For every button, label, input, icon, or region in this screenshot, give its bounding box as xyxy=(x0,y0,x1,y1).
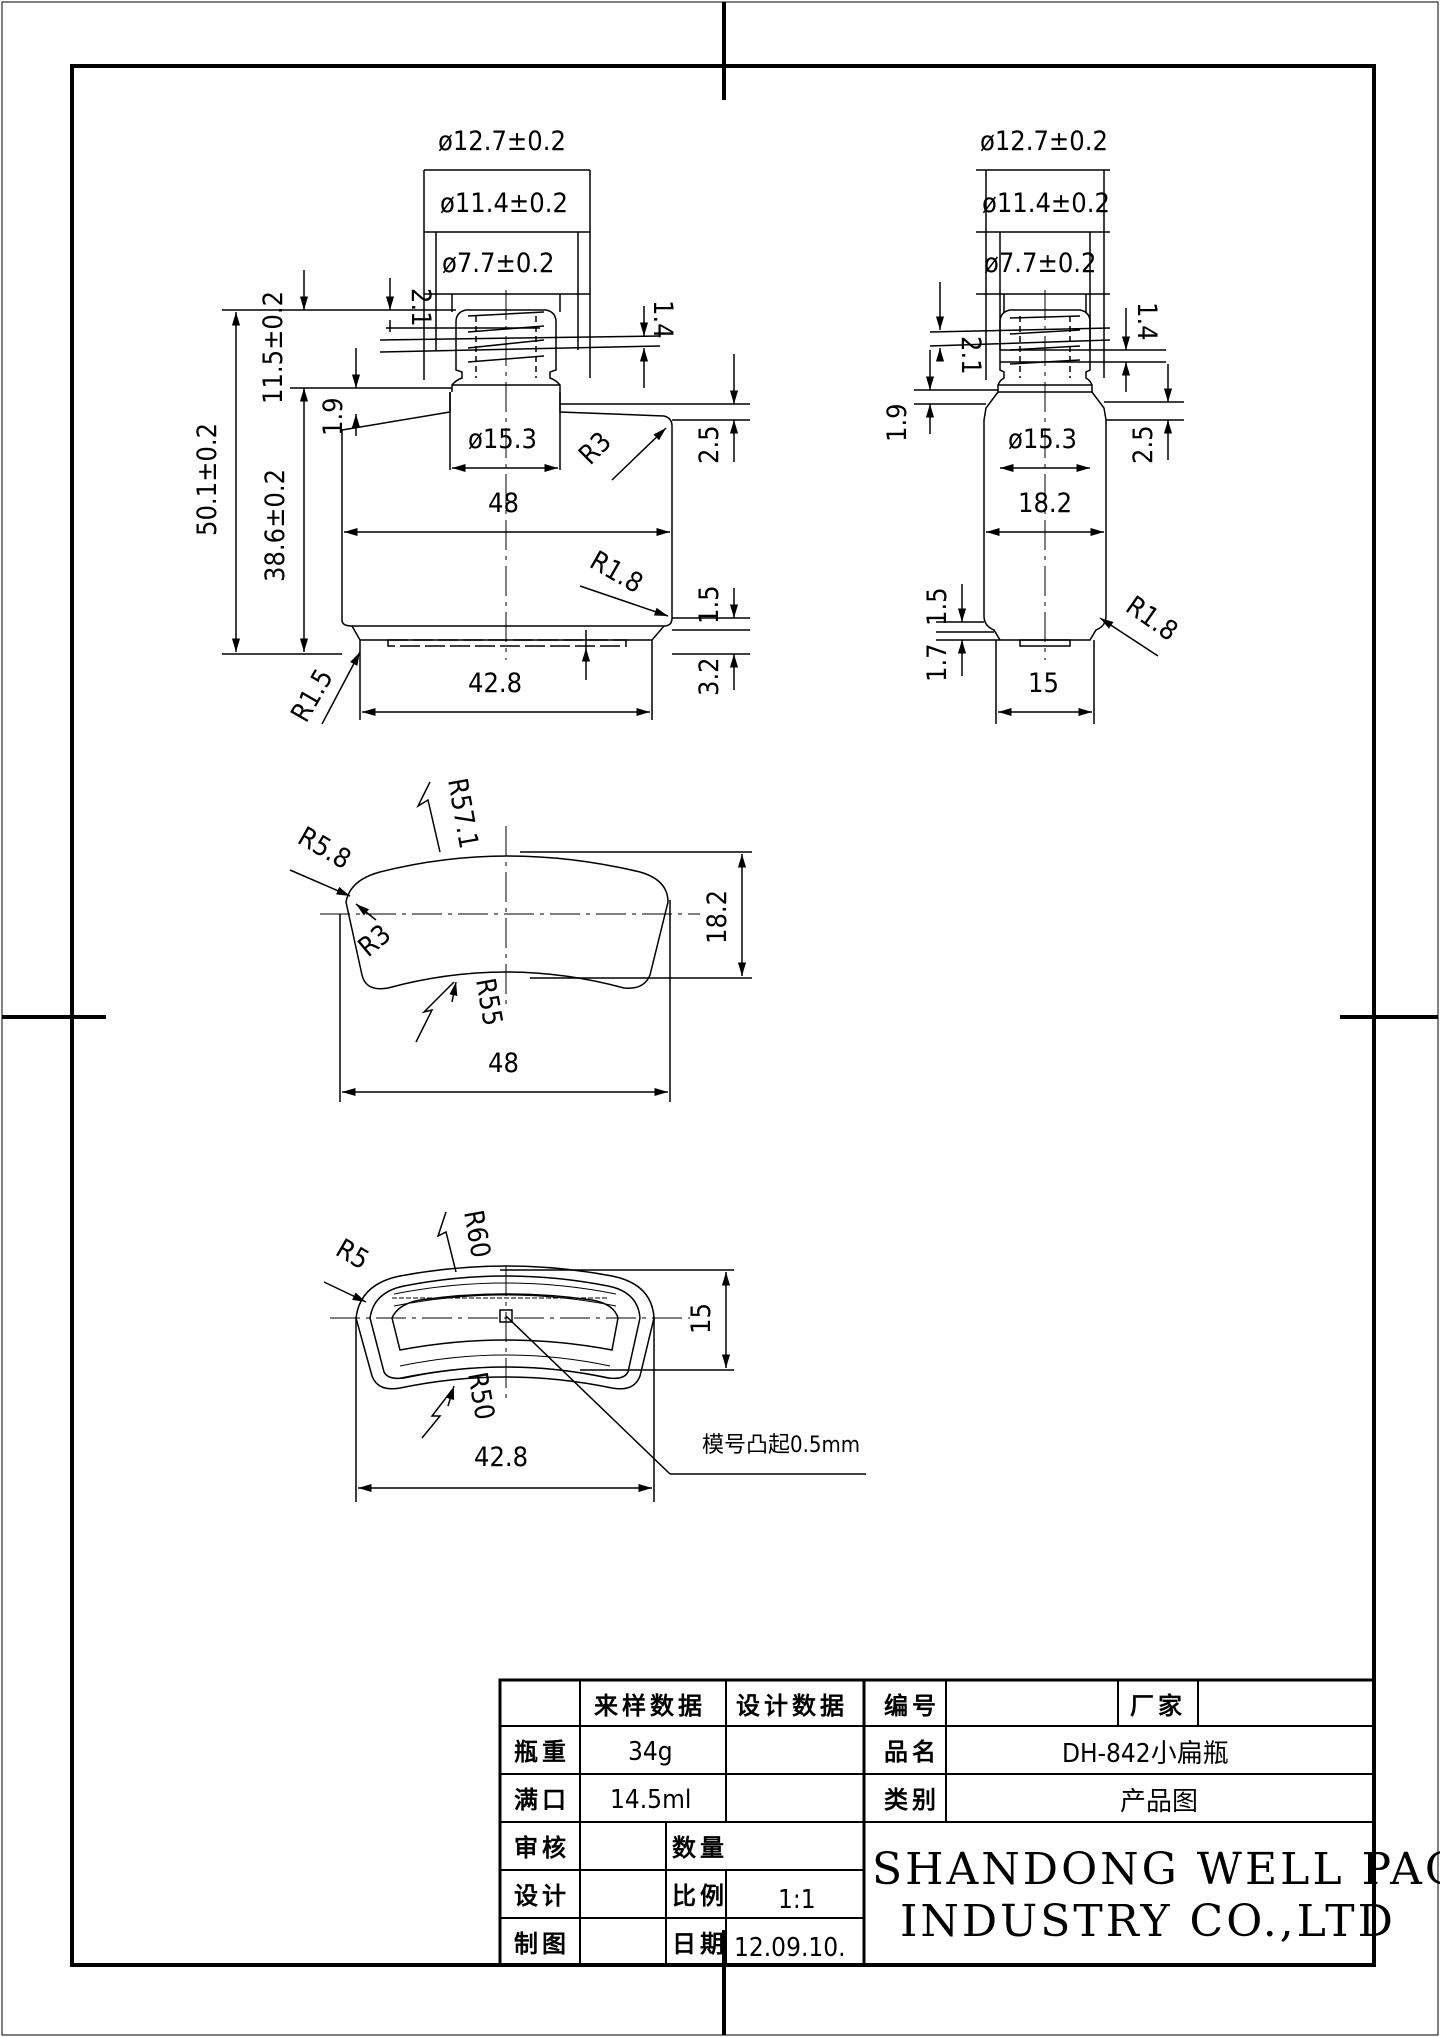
dim-front-neck-ring: 1.9 xyxy=(318,397,349,436)
dim-side-d-thread: ø11.4±0.2 xyxy=(982,188,1110,219)
tb-product-name: DH-842小扁瓶 xyxy=(1062,1739,1229,1769)
tb-company-line1: SHANDONG WELL PACK xyxy=(872,1844,1440,1895)
dim-side-shoulder-h: 2.5 xyxy=(1128,425,1159,464)
dim-top-r-inner: R55 xyxy=(469,976,508,1028)
tb-label-code: 编号 xyxy=(884,1692,940,1720)
tb-label-qty: 数量 xyxy=(672,1834,728,1862)
dim-side-thread-pitch: 1.4 xyxy=(1131,302,1162,341)
dim-front-thread-h: 2.1 xyxy=(405,288,436,327)
tb-weight: 34g xyxy=(628,1737,673,1767)
front-view xyxy=(222,169,750,725)
tb-label-date: 日期 xyxy=(672,1930,728,1958)
dim-front-d-bore: ø7.7±0.2 xyxy=(442,248,554,279)
tb-col-sample: 来样数据 xyxy=(594,1692,706,1720)
dim-front-r-foot: R1.5 xyxy=(285,664,340,728)
dim-side-body-d: 18.2 xyxy=(1018,488,1072,519)
dim-top-r-outer: R57.1 xyxy=(441,776,484,851)
bottom-view xyxy=(323,1211,866,1502)
front-view-labels: ø12.7±0.2 ø11.4±0.2 ø7.7±0.2 2.1 1.4 11.… xyxy=(192,126,725,728)
tb-category: 产品图 xyxy=(1120,1787,1198,1817)
dim-front-d-outer: ø12.7±0.2 xyxy=(438,126,566,157)
tb-date: 12.09.10. xyxy=(734,1933,846,1963)
dim-front-body-h: 38.6±0.2 xyxy=(260,469,291,582)
dim-top-r-corner: R5.8 xyxy=(293,821,357,876)
dim-bottom-depth: 15 xyxy=(686,1303,717,1334)
tb-label-name: 品名 xyxy=(884,1738,940,1766)
dim-front-shoulder-h: 2.5 xyxy=(694,425,725,464)
tb-capacity: 14.5ml xyxy=(610,1785,691,1815)
dim-front-r-shoulder: R3 xyxy=(573,426,618,471)
tb-label-capacity: 满口 xyxy=(514,1786,570,1814)
dim-front-foot-h: 3.2 xyxy=(694,657,725,696)
mold-number-note: 模号凸起0.5mm xyxy=(702,1433,860,1458)
dim-front-d-thread: ø11.4±0.2 xyxy=(440,188,568,219)
dim-side-thread-h: 2.1 xyxy=(955,336,986,375)
tb-label-scale: 比例 xyxy=(672,1882,728,1910)
bottom-view-labels: R60 R5 R50 15 42.8 模号凸起0.5mm xyxy=(331,1208,861,1473)
dim-top-r-inner-corner: R3 xyxy=(353,919,398,964)
dim-side-d-bore: ø7.7±0.2 xyxy=(984,248,1096,279)
side-view xyxy=(914,169,1184,724)
tb-col-design: 设计数据 xyxy=(736,1692,848,1720)
dim-side-foot-h: 1.7 xyxy=(922,643,953,682)
dim-side-base-step: 1.5 xyxy=(922,587,953,626)
title-block-text: 来样数据 设计数据 编号 厂家 瓶重 34g 品名 DH-842小扁瓶 满口 1… xyxy=(514,1692,1440,1963)
tb-label-design: 设计 xyxy=(514,1882,570,1910)
dim-side-d-neck: ø15.3 xyxy=(1008,424,1077,455)
dim-top-depth: 18.2 xyxy=(702,890,733,944)
tb-label-maker: 厂家 xyxy=(1130,1692,1186,1720)
tb-company-line2: INDUSTRY CO.,LTD xyxy=(900,1896,1396,1947)
dim-bottom-r-corner: R5 xyxy=(331,1233,374,1276)
tb-label-weight: 瓶重 xyxy=(514,1738,570,1766)
dim-bottom-r-outer: R60 xyxy=(457,1208,496,1260)
dim-top-width: 48 xyxy=(488,1048,519,1079)
tb-label-draw: 制图 xyxy=(514,1930,570,1958)
dim-side-foot-w: 15 xyxy=(1028,668,1059,699)
tb-scale: 1:1 xyxy=(778,1885,816,1915)
tb-label-category: 类别 xyxy=(884,1786,940,1814)
dim-front-d-neck: ø15.3 xyxy=(468,424,537,455)
dim-front-thread-pitch: 1.4 xyxy=(647,300,678,339)
dim-front-body-w: 48 xyxy=(488,488,519,519)
tb-label-review: 审核 xyxy=(514,1834,570,1862)
dim-front-overall-h: 50.1±0.2 xyxy=(192,423,223,536)
dim-front-r-base: R1.8 xyxy=(585,545,649,600)
dim-front-base-step: 1.5 xyxy=(694,585,725,624)
title-block xyxy=(498,1678,1376,1967)
dim-side-r-base: R1.8 xyxy=(1120,590,1183,647)
dim-front-neck-h: 11.5±0.2 xyxy=(258,291,289,404)
dim-side-neck-ring: 1.9 xyxy=(882,403,913,442)
dim-side-d-outer: ø12.7±0.2 xyxy=(980,126,1108,157)
top-view-labels: R57.1 R5.8 R3 R55 18.2 48 xyxy=(293,776,734,1079)
dim-front-foot-w: 42.8 xyxy=(468,668,522,699)
bottom-knurl-top xyxy=(392,1282,617,1379)
side-view-labels: ø12.7±0.2 ø11.4±0.2 ø7.7±0.2 2.1 1.4 1.9… xyxy=(882,126,1183,699)
top-view xyxy=(289,781,752,1102)
dim-bottom-width: 42.8 xyxy=(474,1442,528,1473)
